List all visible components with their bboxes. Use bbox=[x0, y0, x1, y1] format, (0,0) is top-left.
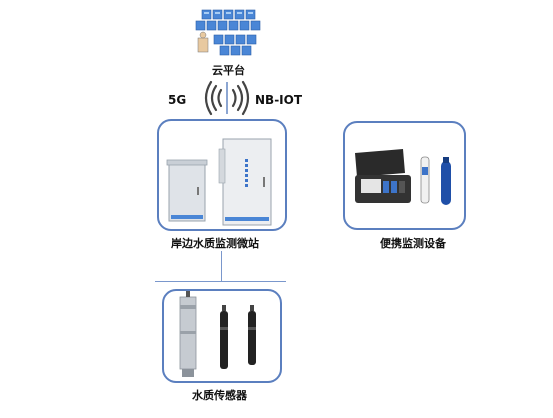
cloud-platform-label: 云平台 bbox=[212, 64, 245, 77]
sensor-label: 水质传感器 bbox=[192, 389, 247, 402]
wireless-signal-icon bbox=[204, 80, 250, 116]
sensor-panel bbox=[162, 289, 282, 383]
shore-station-label: 岸边水质监测微站 bbox=[171, 237, 259, 250]
link-5g-label: 5G bbox=[168, 93, 187, 107]
portable-device-label: 便携监测设备 bbox=[380, 237, 446, 250]
station-connector-horizontal bbox=[155, 281, 286, 282]
portable-device-panel bbox=[343, 121, 466, 230]
server-cluster-icon bbox=[195, 9, 261, 56]
wireless-link bbox=[204, 80, 250, 116]
station-connector-vertical bbox=[221, 251, 222, 281]
cloud-platform-node bbox=[190, 8, 270, 60]
link-nbiot-label: NB-IOT bbox=[255, 93, 303, 107]
portable-kit-icon bbox=[355, 149, 451, 205]
shore-station-panel bbox=[157, 119, 287, 231]
probe-sensor-icon bbox=[179, 291, 256, 377]
monitoring-cabinet-icon bbox=[166, 138, 272, 226]
